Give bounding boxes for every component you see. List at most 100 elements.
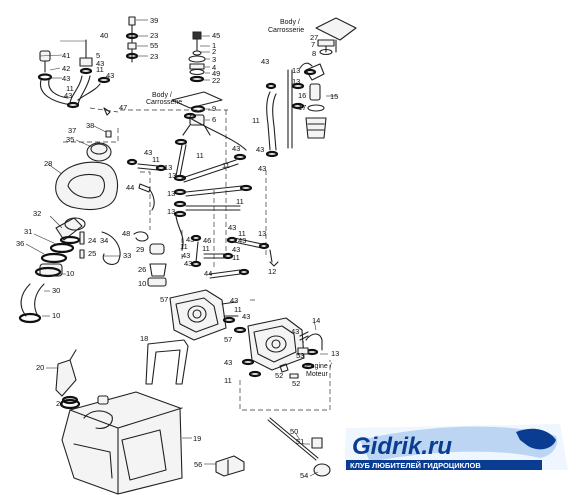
callout-23: 23 [150,31,158,40]
callout-43f: 43 [232,144,240,153]
callout-11j: 11 [232,253,240,262]
callout-31: 31 [24,227,32,236]
callout-50: 50 [290,427,298,436]
callout-43c: 43 [106,71,114,80]
callout-13c: 13 [167,189,175,198]
callout-26: 26 [138,265,146,274]
callout-13a: 13 [164,163,172,172]
choke-cable [267,417,331,477]
callout-42: 42 [62,64,70,73]
callout-20: 20 [36,363,44,372]
callout-43o: 43 [242,312,250,321]
callout-11h: 11 [202,244,210,253]
callout-30: 30 [52,286,60,295]
body-bracket-right [315,17,357,56]
callout-56: 56 [194,460,202,469]
callout-1: 1 [212,41,216,50]
callout-35: 35 [66,135,74,144]
tank-strap [145,339,189,385]
callout-13h: 13 [331,349,339,358]
callout-53: 53 [296,351,304,360]
callout-11d: 11 [196,151,204,160]
callout-44b: 44 [204,269,212,278]
tank-cover-28 [47,161,119,211]
note-body-mid2: Carrosserie [146,99,182,106]
callout-37: 37 [68,126,76,135]
filler-hose-assembly-left [18,215,121,324]
callout-6: 6 [212,115,216,124]
hose-group-lower-right [279,319,328,379]
callout-13g: 13 [292,77,300,86]
callout-22: 22 [212,76,220,85]
body-plate-center [171,91,223,109]
location-notes: Body / Carrosserie Body / Carrosserie En… [146,19,332,378]
callout-3: 3 [212,55,216,64]
callout-47: 47 [119,103,127,112]
note-body-top2: Carrosserie [268,27,304,34]
callout-43k: 43 [238,236,246,245]
callout-43m: 43 [184,259,192,268]
callout-12: 12 [268,267,276,276]
hose-group-center-right [190,234,279,279]
callout-43h: 43 [186,235,194,244]
callout-10a: 10 [66,269,74,278]
callout-57b: 57 [224,335,232,344]
callout-46: 46 [203,236,211,245]
carburetor-right [241,317,309,378]
fuel-valve-stem-assembly [125,16,148,63]
callout-11g: 11 [180,242,188,251]
callout-34: 34 [100,236,108,245]
callout-39: 39 [150,16,158,25]
callout-8: 8 [312,49,316,58]
long-tubes-middle [173,112,253,251]
callout-14: 14 [312,316,320,325]
callout-13d: 13 [167,207,175,216]
callout-10b: 10 [52,311,60,320]
callout-41: 41 [62,51,70,60]
callout-43l: 43 [232,245,240,254]
callout-43e: 43 [144,148,152,157]
fuel-pickup-tube [46,349,77,397]
callout-44a: 44 [126,183,134,192]
callout-11e: 11 [222,161,230,170]
callout-29: 29 [136,245,144,254]
callout-43n: 43 [230,296,238,305]
grommet-and-fitting [182,105,211,136]
callout-11c: 11 [152,155,160,164]
callout-27: 27 [310,33,318,42]
callout-13e: 13 [258,229,266,238]
callout-25: 25 [88,249,96,258]
carburetor-left [169,289,247,341]
callout-13b: 13 [168,171,176,180]
hose-group-center-left [126,158,167,211]
callout-43p: 43 [224,358,232,367]
mount-bracket-56 [204,455,245,477]
logo-brand-text: Gidrik.ru [352,433,452,460]
callout-43j: 43 [228,223,236,232]
callout-49: 49 [212,69,220,78]
callout-11b: 11 [96,65,104,74]
callout-11m: 11 [252,116,260,125]
logo-tagline-bar [346,460,542,470]
clamps-center-left [133,231,167,287]
callout-11f: 11 [236,197,244,206]
callout-28: 28 [44,159,52,168]
logo-tagline-text: КЛУБ ЛЮБИТЕЛЕЙ ГИДРОЦИКЛОВ [350,461,481,470]
callout-32: 32 [33,209,41,218]
callout-43q: 43 [261,57,269,66]
fuel-filter [303,63,338,139]
jetski-icon [516,428,556,450]
callout-24: 24 [88,236,96,245]
note-body-top: Body / [280,19,300,26]
callout-18: 18 [140,334,148,343]
callout-19: 19 [193,434,201,443]
callout-21: 21 [56,399,64,408]
filler-neck-cap [75,125,112,162]
fill-vent-hose-assembly [37,39,119,116]
callout-5: 5 [96,51,100,60]
callout-17: 17 [298,103,306,112]
callout-55: 55 [150,41,158,50]
note-engine2: Moteur [306,371,328,378]
